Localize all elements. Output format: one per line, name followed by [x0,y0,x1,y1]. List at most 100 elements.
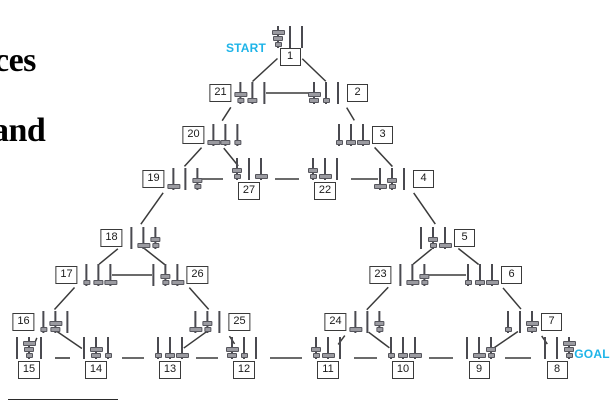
disk-3 [485,280,499,285]
disk-2 [24,347,34,352]
peg-rod-icon [251,82,254,104]
peg-3 [334,337,346,359]
peg-rod-icon [107,337,109,359]
state-node-label: 6 [501,266,522,284]
state-node-3[interactable]: 3 [333,124,393,146]
state-node-5[interactable]: 5 [415,227,475,249]
state-node-24[interactable]: 24 [324,311,385,333]
peg-2 [427,227,439,249]
hanoi-towers-icon [462,264,499,286]
peg-rod-icon [350,124,352,146]
disk-1 [203,327,211,332]
state-node-23[interactable]: 23 [369,264,430,286]
disk-1 [565,353,573,358]
state-node-label: 2 [347,84,368,102]
state-node-10[interactable]: 10 [385,337,422,379]
state-node-9[interactable]: 9 [461,337,497,379]
hanoi-towers-icon [395,264,431,286]
hanoi-towers-icon [415,227,452,249]
peg-rod-icon [402,337,404,359]
peg-3 [192,168,204,190]
state-node-26[interactable]: 26 [147,264,209,286]
state-node-label: 18 [100,229,123,247]
peg-3 [419,264,431,286]
disk-2 [428,237,438,242]
graph-edge [221,106,232,122]
peg-rod-icon [83,337,85,359]
state-node-13[interactable]: 13 [152,337,189,379]
state-node-17[interactable]: 17 [55,264,118,286]
hanoi-towers-icon [307,82,344,104]
disk-1 [309,174,317,179]
graph-edge [412,248,433,265]
peg-2 [474,264,486,286]
state-node-19[interactable]: 19 [142,168,203,190]
state-node-22[interactable]: 22 [307,158,343,200]
disk-3 [170,280,184,285]
peg-2 [514,311,526,333]
state-node-label: 19 [142,170,165,188]
peg-1 [539,337,551,359]
peg-2 [201,311,213,333]
state-node-18[interactable]: 18 [100,227,161,249]
state-node-12[interactable]: 12 [225,337,262,379]
peg-rod-icon [390,337,392,359]
disk-1 [40,327,48,332]
peg-3 [35,337,47,359]
peg-3 [332,82,344,104]
state-node-20[interactable]: 20 [182,124,243,146]
peg-rod-icon [491,264,493,286]
state-node-label: 27 [237,182,261,200]
state-node-14[interactable]: 14 [78,337,114,379]
disk-3 [207,140,221,145]
peg-2 [137,227,151,249]
peg-rod-icon [212,124,215,146]
state-node-2[interactable]: 2 [307,82,368,104]
state-node-label: 1 [279,48,301,66]
state-node-label: 25 [228,313,251,331]
disk-3 [188,327,202,332]
peg-rod-icon [327,337,329,359]
hanoi-towers-icon [234,82,271,104]
peg-rod-icon [379,168,381,190]
state-node-8[interactable]: 8 [539,337,576,379]
state-node-1[interactable]: 1 [271,26,308,68]
state-node-15[interactable]: 15 [11,337,47,379]
graph-edge [53,287,76,310]
state-node-27[interactable]: 27 [231,158,268,200]
state-node-6[interactable]: 6 [462,264,522,286]
peg-3 [331,158,343,180]
disk-1 [104,353,112,358]
state-node-16[interactable]: 16 [12,311,73,333]
peg-3 [485,337,497,359]
disk-1 [464,280,472,285]
state-node-label: 13 [158,361,182,379]
peg-rod-icon [176,264,179,286]
state-node-label: 9 [468,361,490,379]
disk-3 [271,30,285,35]
disk-3 [356,140,370,145]
peg-2 [320,82,332,104]
disk-1 [25,353,33,358]
hanoi-towers-icon [11,337,47,359]
state-node-11[interactable]: 11 [310,337,346,379]
hanoi-towers-icon [78,337,114,359]
peg-1 [307,158,319,180]
peg-rod-icon [420,227,422,249]
state-node-25[interactable]: 25 [188,311,251,333]
state-node-21[interactable]: 21 [209,82,270,104]
disk-1 [429,243,437,248]
goal-label: GOAL [574,347,610,361]
state-node-7[interactable]: 7 [502,311,562,333]
disk-2 [93,280,104,285]
peg-2 [238,337,250,359]
state-node-4[interactable]: 4 [373,168,434,190]
peg-1 [234,82,248,104]
graph-edge [252,57,278,83]
peg-1 [167,168,181,190]
peg-1 [271,26,285,48]
disk-3 [104,280,118,285]
disk-1 [194,184,202,189]
peg-3 [356,124,370,146]
peg-rod-icon [218,311,221,333]
